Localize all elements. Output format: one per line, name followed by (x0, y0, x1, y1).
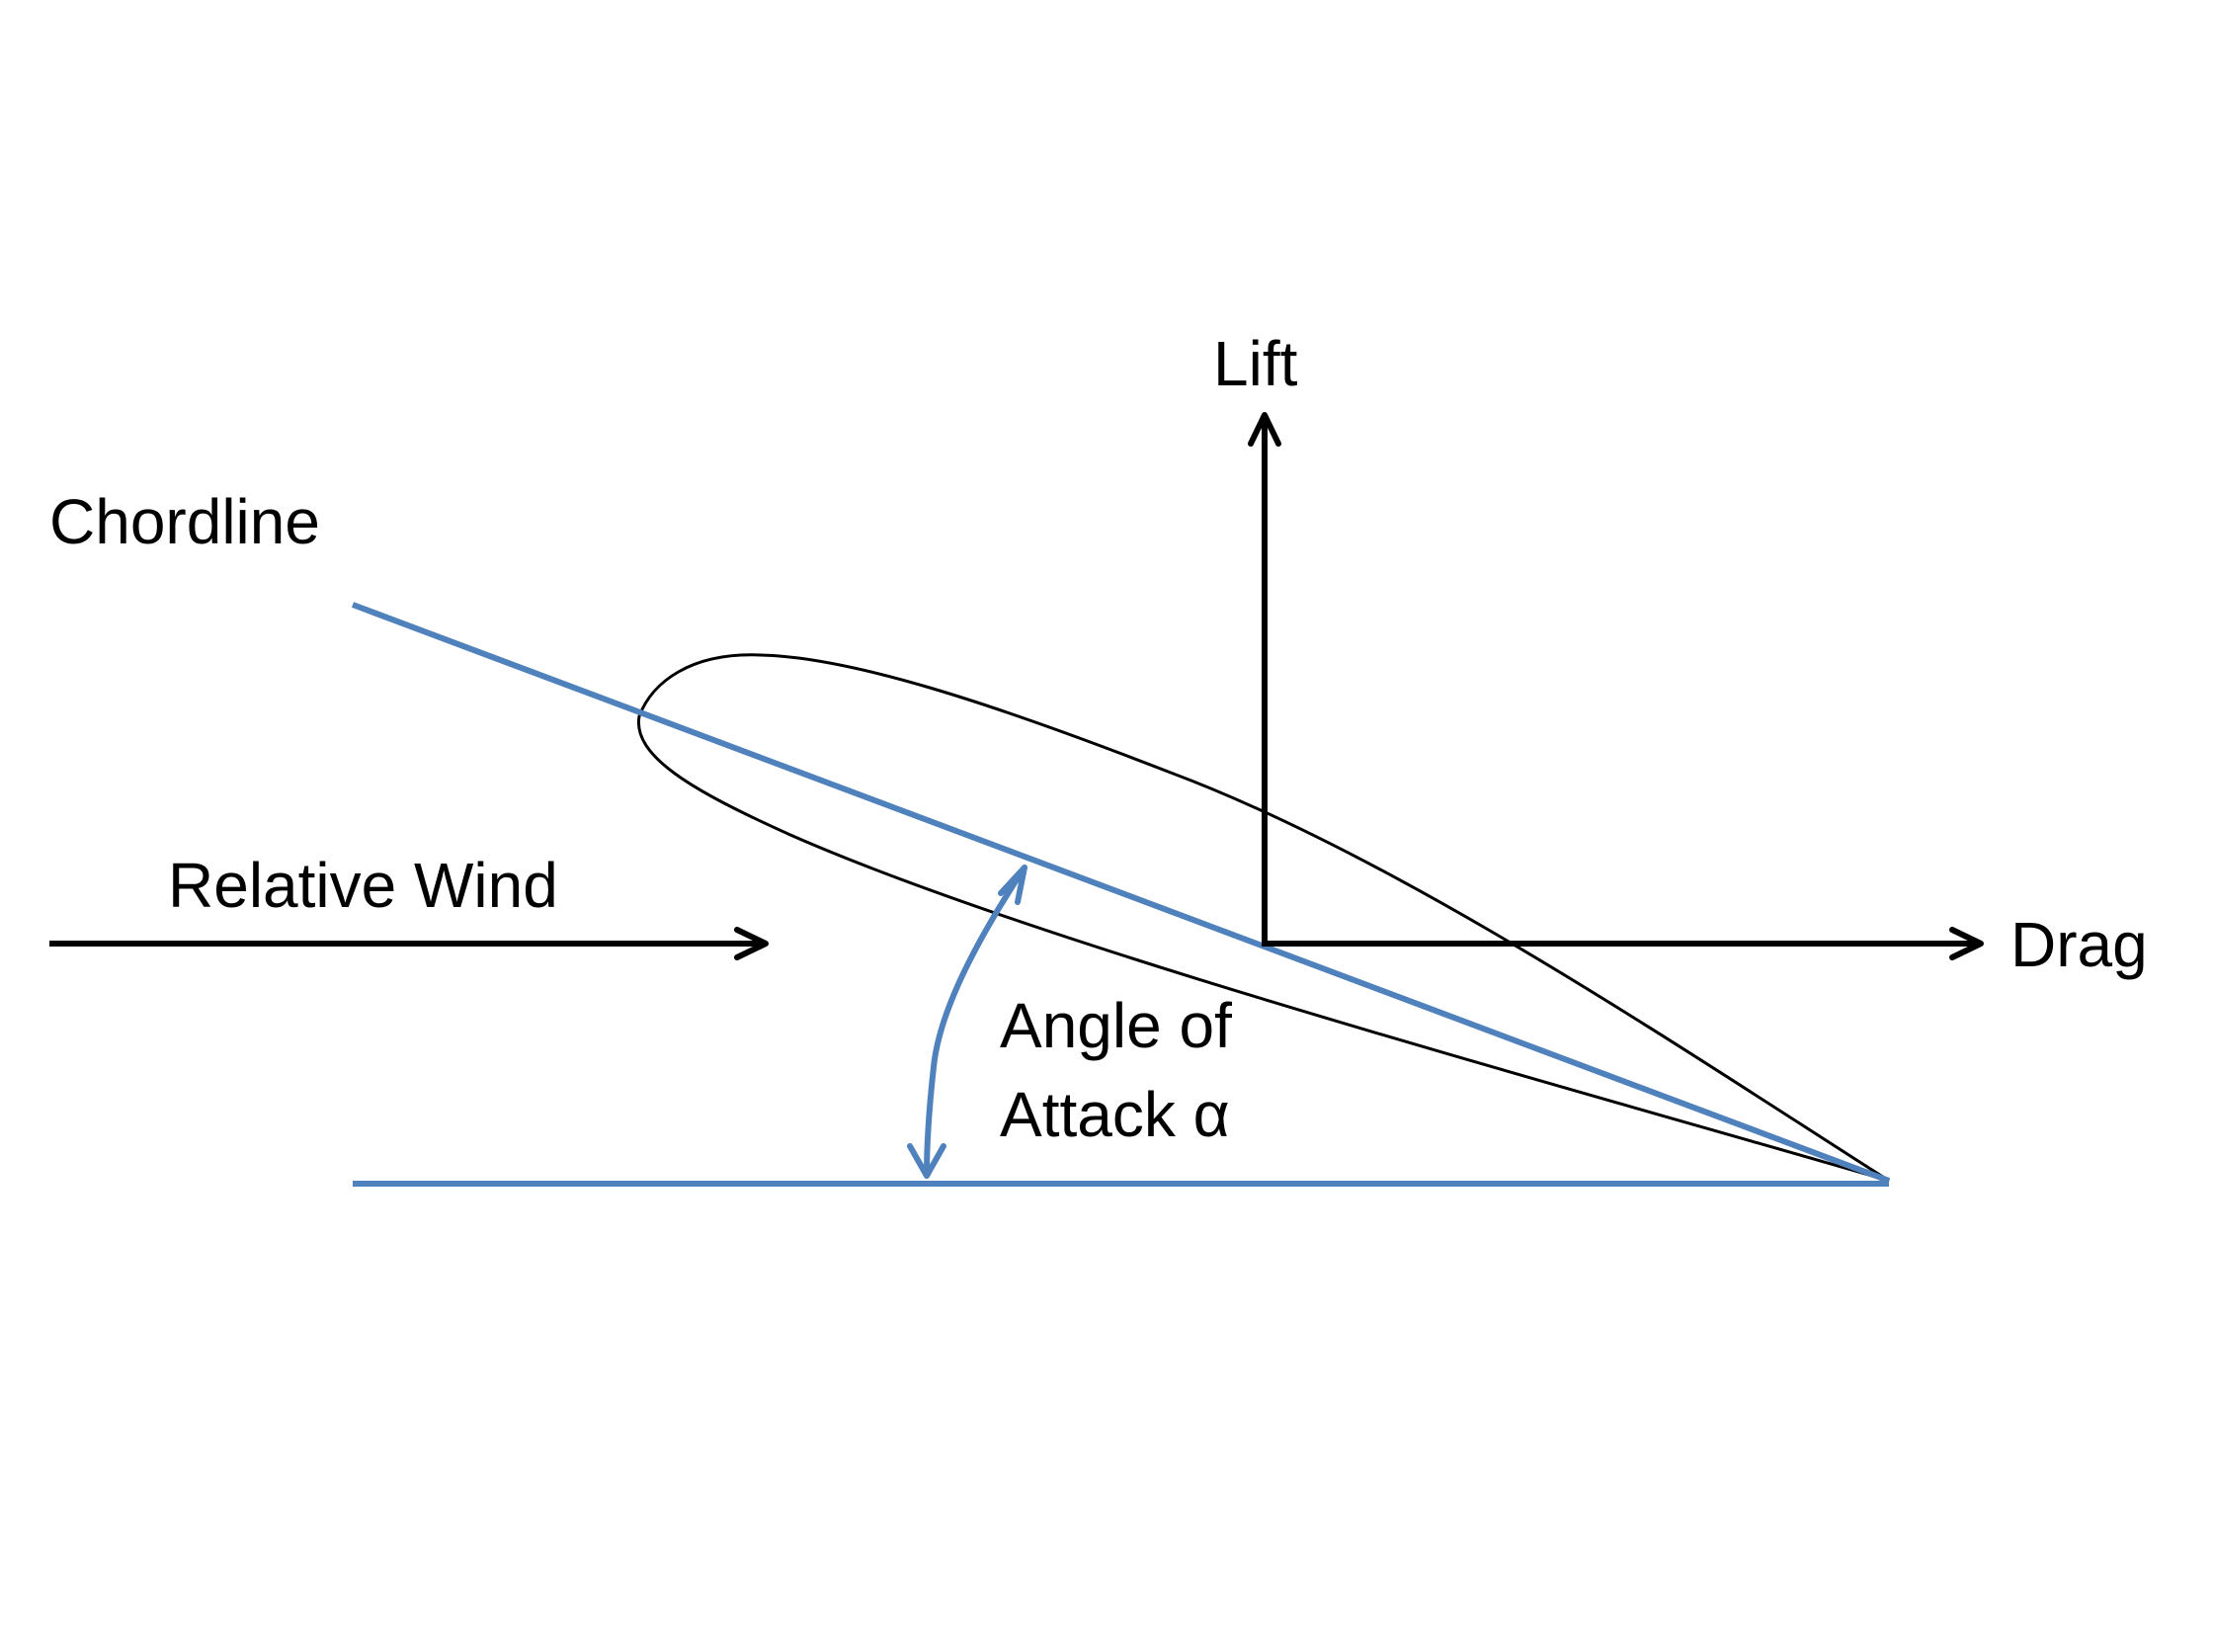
angle-of-attack-label-line1: Angle of (1000, 990, 1232, 1061)
relative-wind-arrowhead (734, 927, 769, 960)
relative-wind-label: Relative Wind (168, 850, 558, 921)
chordline-label: Chordline (49, 486, 320, 557)
drag-label: Drag (2010, 909, 2148, 980)
airfoil-outline (636, 653, 1890, 1183)
angle-of-attack-label-line2: Attack α (1000, 1079, 1230, 1150)
angle-arc-arrowhead-bottom (907, 1143, 946, 1179)
lift-label: Lift (1213, 328, 1298, 399)
chord-line (351, 602, 1891, 1184)
drag-arrowhead (1949, 927, 1984, 960)
lift-arrowhead (1248, 412, 1281, 447)
angle-arc (924, 865, 1027, 1179)
angle-arc-arrowhead-top (998, 865, 1027, 905)
